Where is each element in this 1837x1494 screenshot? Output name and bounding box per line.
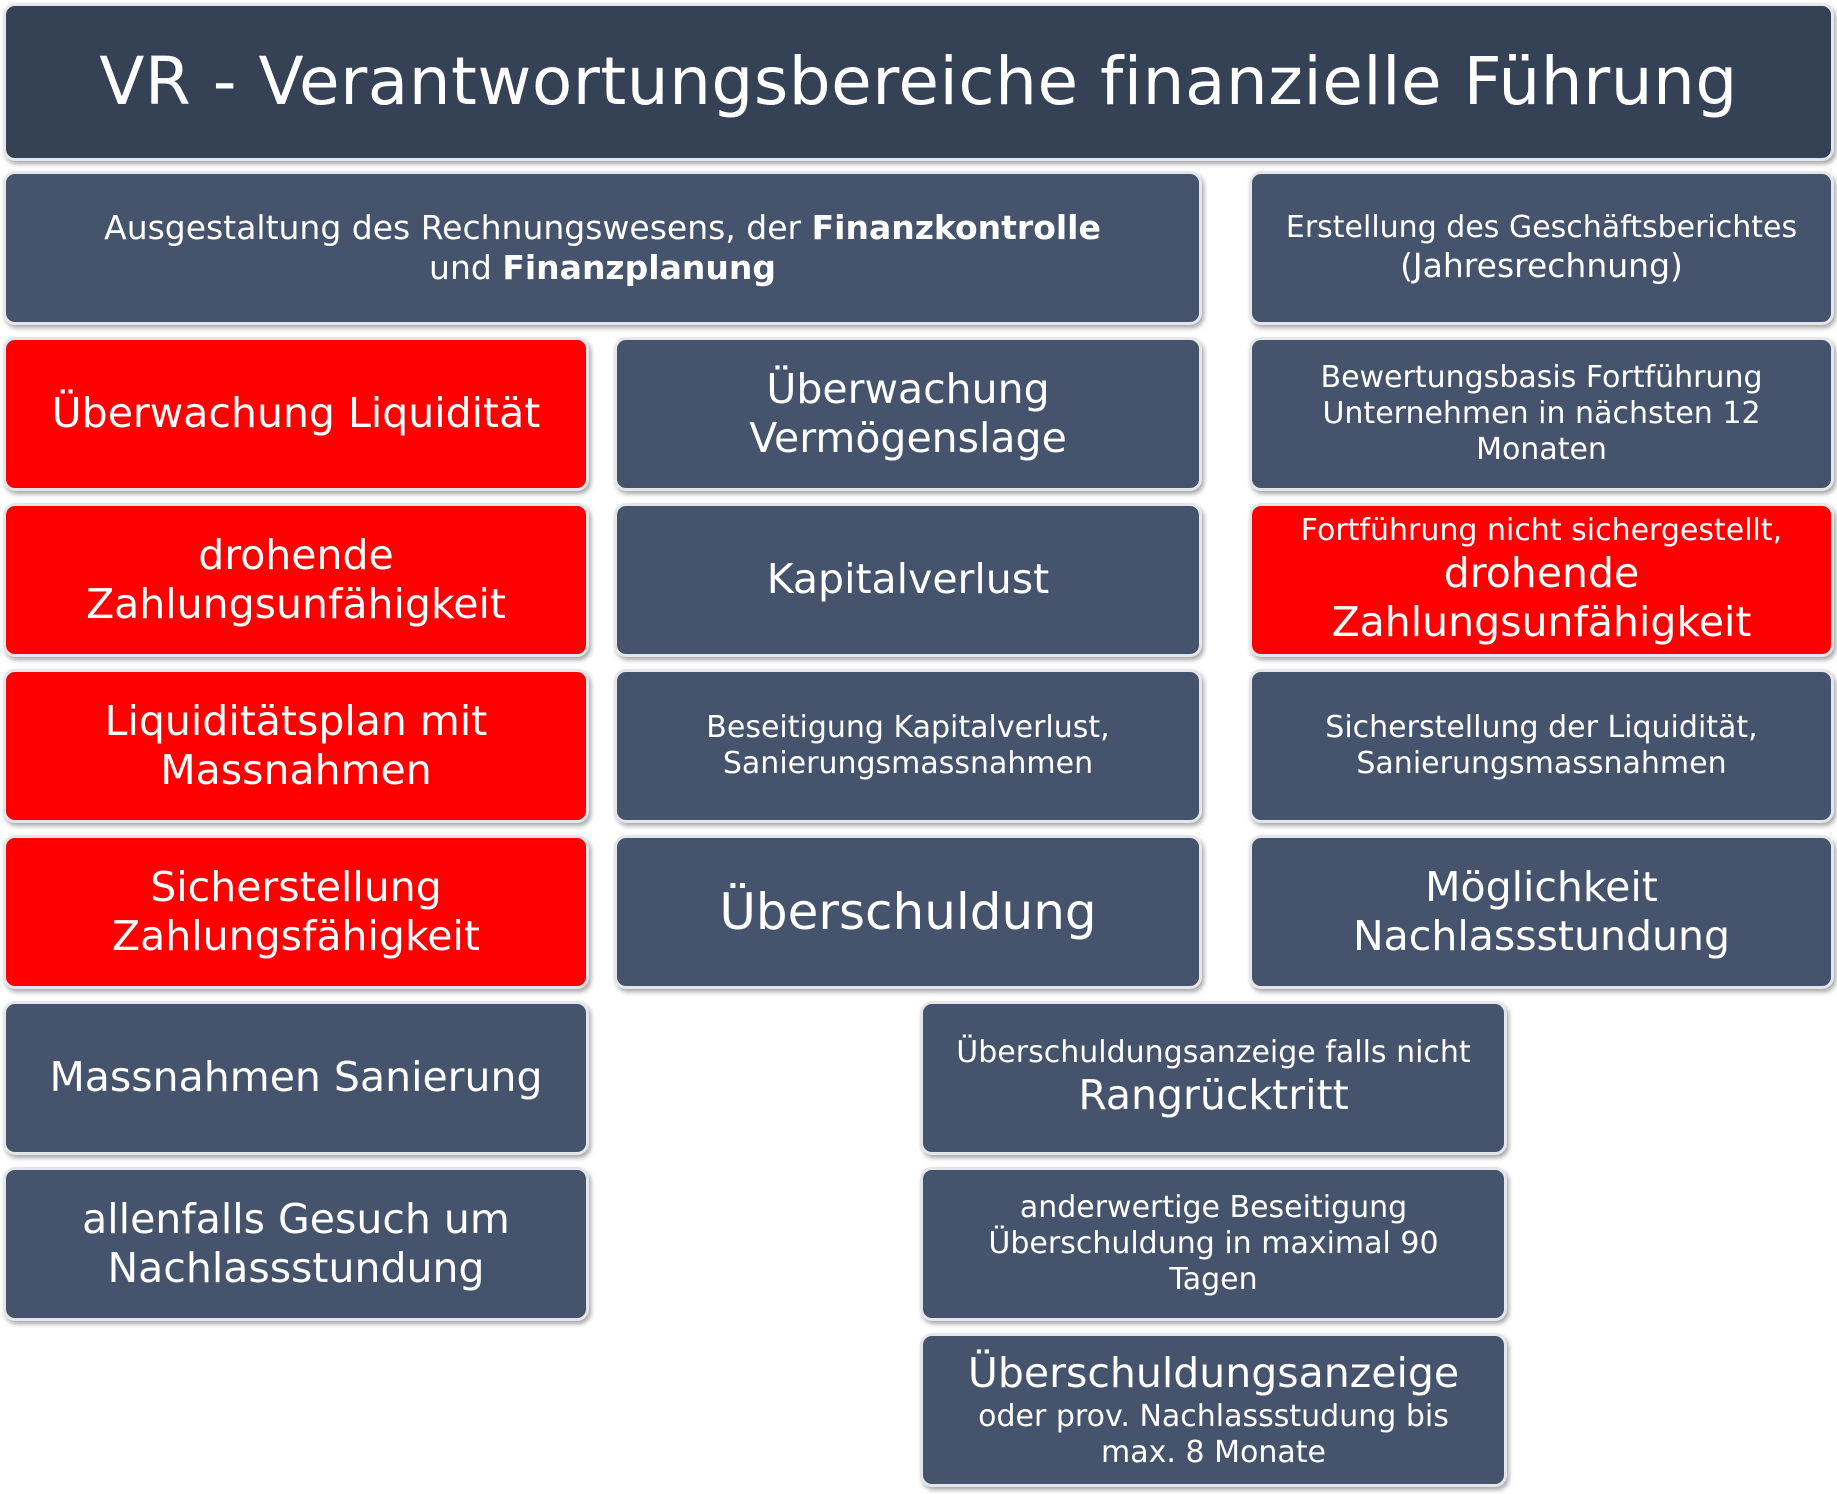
title-banner: VR - Verantwortungsbereiche finanzielle …	[3, 3, 1834, 161]
ueberschuldung-text: Überschuldung	[719, 883, 1097, 941]
box-ueberschuldungsanzeige-rangruecktritt: Überschuldungsanzeige falls nicht Rangrü…	[920, 1001, 1507, 1155]
geschaeftsbericht-line2: (Jahresrechnung)	[1400, 246, 1683, 286]
anderweitige-beseitigung-text: anderwertige Beseitigung Überschuldung i…	[988, 1190, 1439, 1297]
sicherstellung-zahlungsfaehigkeit-text: Sicherstellung Zahlungsfähigkeit	[112, 862, 480, 960]
box-sicherstellung-zahlungsfaehigkeit: Sicherstellung Zahlungsfähigkeit	[3, 835, 589, 989]
kapitalverlust-text: Kapitalverlust	[766, 555, 1050, 604]
sicherstellung-liquiditaet-text: Sicherstellung der Liquidität, Sanierung…	[1325, 710, 1758, 781]
box-rechnungswesen: Ausgestaltung des Rechnungswesens, der F…	[3, 171, 1202, 325]
box-drohende-zahlungsunfaehigkeit: drohende Zahlungsunfähigkeit	[3, 503, 589, 657]
box-ueberwachung-liquiditaet: Überwachung Liquidität	[3, 337, 589, 491]
page-title: VR - Verantwortungsbereiche finanzielle …	[99, 43, 1738, 121]
beseitigung-kapitalverlust-text: Beseitigung Kapitalverlust, Sanierungsma…	[706, 710, 1110, 781]
box-gesuch-nachlassstundung: allenfalls Gesuch um Nachlassstundung	[3, 1167, 589, 1321]
box-ueberwachung-vermoegenslage: Überwachung Vermögenslage	[614, 337, 1202, 491]
box-fortfuehrung-nicht-sichergestellt: Fortführung nicht sichergestellt, drohen…	[1249, 503, 1834, 657]
box-moeglichkeit-nachlassstundung: Möglichkeit Nachlassstundung	[1249, 835, 1834, 989]
fortfuehrung-line2: drohende Zahlungsunfähigkeit	[1331, 548, 1752, 646]
box-ueberschuldungsanzeige-nachlass: Überschuldungsanzeige oder prov. Nachlas…	[920, 1333, 1507, 1487]
moeglichkeit-nachlassstundung-text: Möglichkeit Nachlassstundung	[1353, 862, 1730, 960]
geschaeftsbericht-line1: Erstellung des Geschäftsberichtes	[1285, 210, 1798, 246]
box-liquiditaetsplan: Liquiditätsplan mit Massnahmen	[3, 669, 589, 823]
rangruecktritt-line2: Rangrücktritt	[1078, 1071, 1349, 1120]
finanzkontrolle-text: Finanzkontrolle	[811, 208, 1101, 248]
nachlass-small: oder prov. Nachlassstudung bis max. 8 Mo…	[978, 1398, 1449, 1470]
massnahmen-sanierung-text: Massnahmen Sanierung	[49, 1053, 543, 1102]
finanzplanung-text: Finanzplanung	[502, 248, 776, 287]
ueberwachung-vermoegenslage-text: Überwachung Vermögenslage	[749, 364, 1067, 462]
box-ueberschuldung: Überschuldung	[614, 835, 1202, 989]
rangruecktritt-line1: Überschuldungsanzeige falls nicht	[956, 1035, 1471, 1071]
box-anderweitige-beseitigung: anderwertige Beseitigung Überschuldung i…	[920, 1167, 1507, 1321]
rechnungswesen-text: Ausgestaltung des Rechnungswesens, der	[104, 208, 812, 248]
box-beseitigung-kapitalverlust: Beseitigung Kapitalverlust, Sanierungsma…	[614, 669, 1202, 823]
box-bewertungsbasis: Bewertungsbasis Fortführung Unternehmen …	[1249, 337, 1834, 491]
ueberwachung-liquiditaet-text: Überwachung Liquidität	[51, 389, 541, 438]
gesuch-nachlassstundung-text: allenfalls Gesuch um Nachlassstundung	[82, 1194, 510, 1292]
fortfuehrung-line1: Fortführung nicht sichergestellt,	[1300, 512, 1783, 548]
box-geschaeftsbericht: Erstellung des Geschäftsberichtes (Jahre…	[1249, 171, 1834, 325]
box-sicherstellung-liquiditaet: Sicherstellung der Liquidität, Sanierung…	[1249, 669, 1834, 823]
drohende-zahlungsunfaehigkeit-text: drohende Zahlungsunfähigkeit	[86, 530, 506, 628]
ueberschuldungsanzeige-big: Überschuldungsanzeige	[967, 1349, 1460, 1398]
bewertungsbasis-text: Bewertungsbasis Fortführung Unternehmen …	[1320, 360, 1763, 467]
liquiditaetsplan-text: Liquiditätsplan mit Massnahmen	[104, 696, 488, 794]
box-kapitalverlust: Kapitalverlust	[614, 503, 1202, 657]
box-massnahmen-sanierung: Massnahmen Sanierung	[3, 1001, 589, 1155]
und-text: und	[429, 248, 503, 287]
